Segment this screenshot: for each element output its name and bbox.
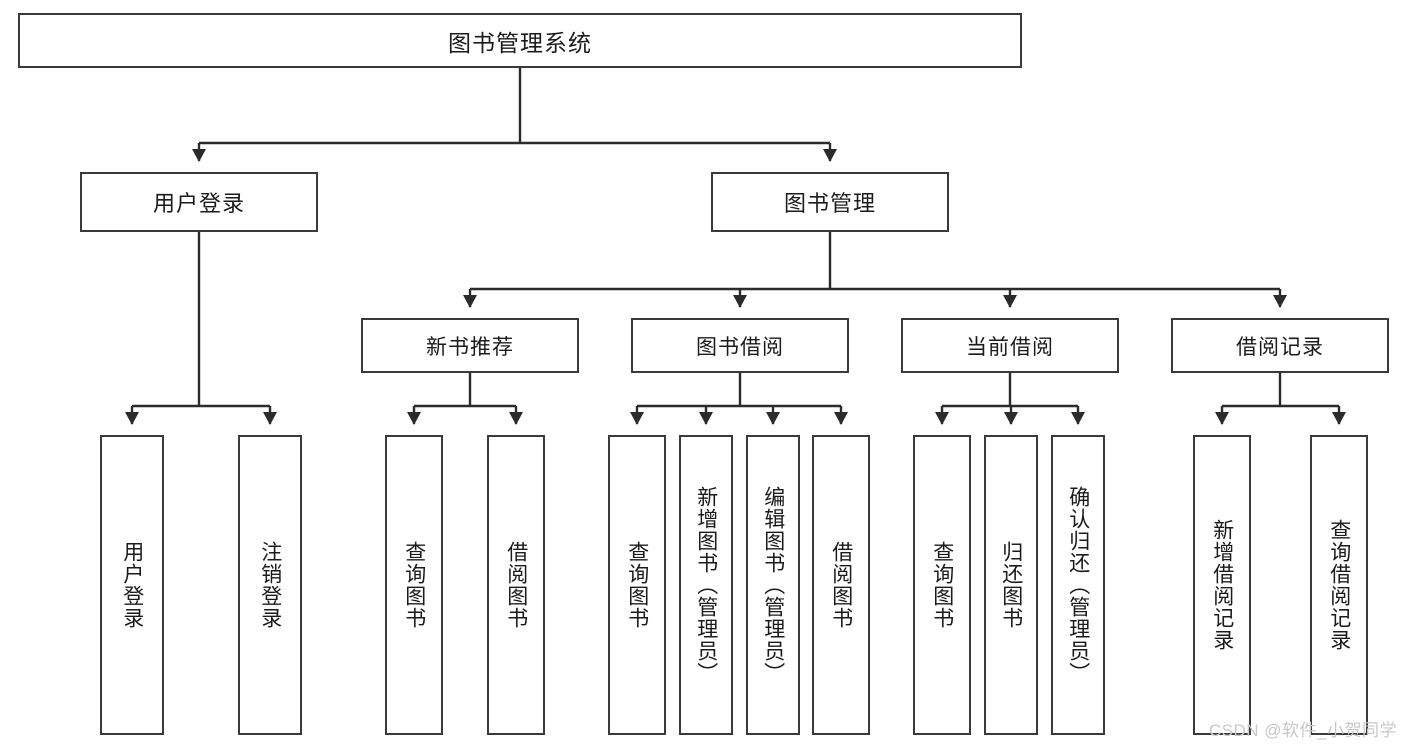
node-user-login[interactable]: 用户登录: [80, 172, 318, 232]
node-leaf-query-book-3[interactable]: 查询图书: [913, 435, 971, 735]
node-leaf-query-book-1-label: 查询图书: [402, 541, 426, 629]
node-leaf-query-borrow-record-label: 查询借阅记录: [1327, 519, 1351, 651]
node-leaf-edit-book-admin[interactable]: 编辑图书（管理员）: [746, 435, 800, 735]
node-new-book-recommend-label: 新书推荐: [426, 335, 514, 359]
node-new-book-recommend[interactable]: 新书推荐: [361, 318, 579, 373]
node-leaf-user-logout[interactable]: 注销登录: [238, 435, 302, 735]
node-leaf-query-book-3-label: 查询图书: [930, 541, 954, 629]
node-leaf-query-book-1[interactable]: 查询图书: [385, 435, 443, 735]
node-leaf-query-book-2-label: 查询图书: [625, 541, 649, 629]
node-book-manage-label: 图书管理: [783, 191, 876, 216]
node-leaf-add-book-admin[interactable]: 新增图书（管理员）: [679, 435, 733, 735]
node-leaf-user-login[interactable]: 用户登录: [100, 435, 164, 735]
node-root[interactable]: 图书管理系统: [18, 13, 1022, 68]
node-current-borrow-label: 当前借阅: [966, 335, 1054, 359]
node-leaf-query-borrow-record[interactable]: 查询借阅记录: [1310, 435, 1368, 735]
node-book-borrow-label: 图书借阅: [696, 335, 784, 359]
node-leaf-borrow-book-2[interactable]: 借阅图书: [812, 435, 870, 735]
node-book-manage[interactable]: 图书管理: [711, 172, 949, 232]
node-borrow-record-label: 借阅记录: [1236, 335, 1324, 359]
node-leaf-return-book[interactable]: 归还图书: [984, 435, 1038, 735]
watermark: CSDN @软件_小贺同学: [1208, 721, 1397, 740]
node-borrow-record[interactable]: 借阅记录: [1171, 318, 1389, 373]
node-leaf-confirm-return-admin-label: 确认归还（管理员）: [1066, 486, 1090, 684]
node-root-label: 图书管理系统: [448, 29, 592, 56]
node-leaf-borrow-book-1-label: 借阅图书: [504, 541, 528, 629]
node-user-login-label: 用户登录: [152, 191, 245, 216]
node-leaf-add-borrow-record-label: 新增借阅记录: [1210, 519, 1234, 651]
node-leaf-user-login-label: 用户登录: [120, 541, 144, 629]
node-leaf-edit-book-admin-label: 编辑图书（管理员）: [761, 486, 785, 684]
node-leaf-borrow-book-1[interactable]: 借阅图书: [487, 435, 545, 735]
node-leaf-add-book-admin-label: 新增图书（管理员）: [694, 486, 718, 684]
node-leaf-add-borrow-record[interactable]: 新增借阅记录: [1193, 435, 1251, 735]
node-leaf-borrow-book-2-label: 借阅图书: [829, 541, 853, 629]
node-leaf-confirm-return-admin[interactable]: 确认归还（管理员）: [1051, 435, 1105, 735]
node-leaf-query-book-2[interactable]: 查询图书: [608, 435, 666, 735]
node-book-borrow[interactable]: 图书借阅: [631, 318, 849, 373]
node-leaf-return-book-label: 归还图书: [999, 541, 1023, 629]
node-leaf-user-logout-label: 注销登录: [258, 541, 282, 629]
node-current-borrow[interactable]: 当前借阅: [901, 318, 1119, 373]
